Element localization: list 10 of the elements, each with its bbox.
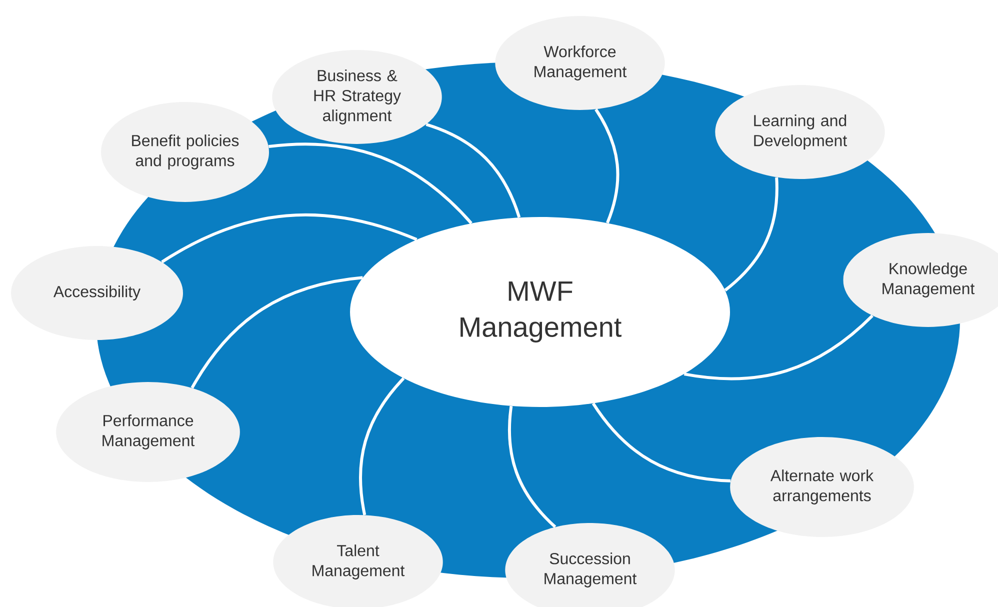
connector-curve	[724, 177, 778, 292]
connector-curve	[508, 406, 556, 528]
connector-curve	[592, 402, 731, 482]
connector-curve	[684, 314, 874, 380]
connector-curve	[161, 213, 418, 264]
connector-curve	[594, 108, 620, 224]
connector-curve	[190, 276, 363, 389]
connector-curve	[426, 122, 521, 218]
connector-curve	[358, 377, 405, 516]
connector-curve	[268, 142, 472, 224]
